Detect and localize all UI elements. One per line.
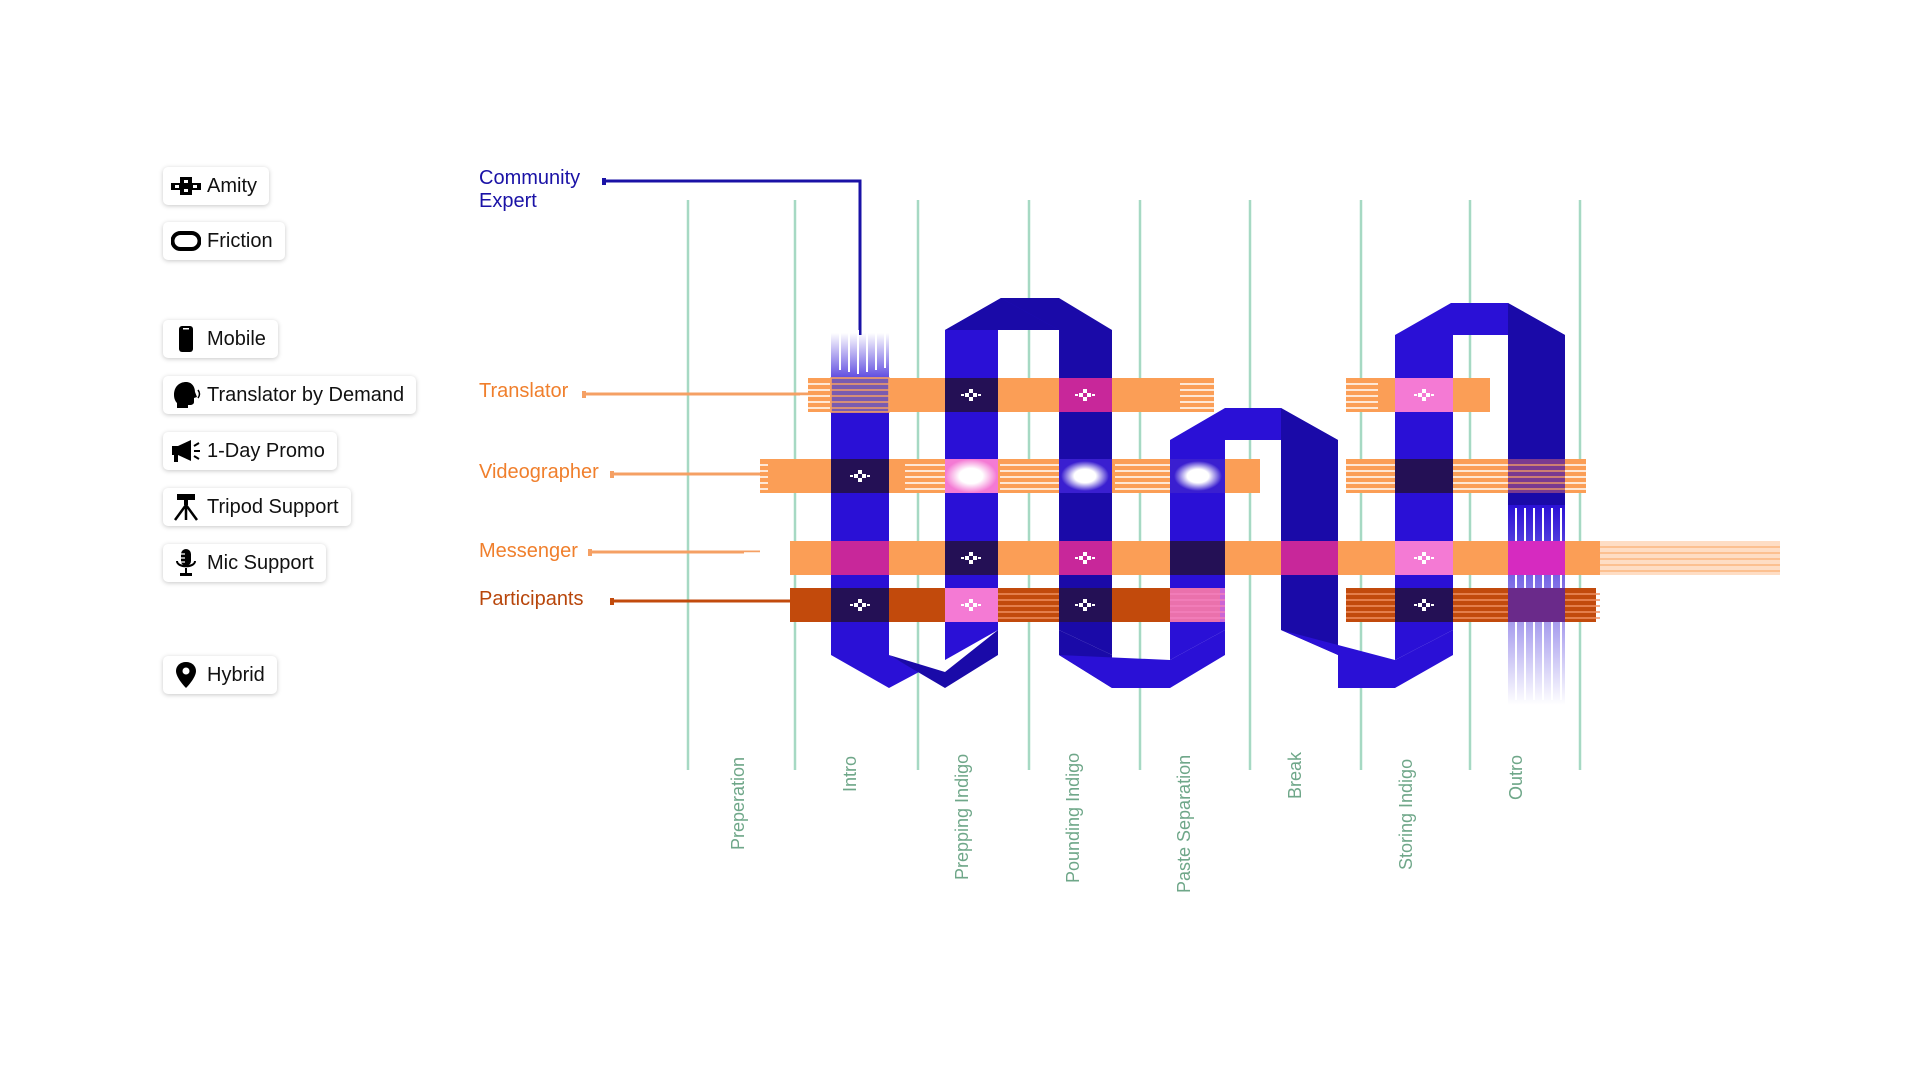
phase-label: Pounding Indigo [1063,752,1083,883]
legend-item-hybrid[interactable]: Hybrid [163,656,277,694]
community-expert-connector [604,179,862,335]
legend-label: Mic Support [207,551,314,574]
ribbon-crossing [1170,588,1225,622]
friction-icon [171,226,201,256]
friction-icon [945,459,997,493]
legend-label: Translator by Demand [207,383,405,406]
legend-label: Tripod Support [207,495,339,518]
participants-band [790,588,1600,622]
translator-band [800,377,1490,413]
ribbon-crossing [1508,459,1565,493]
touchpoint-cell [831,588,889,622]
role-label-community-expert: Community Expert [479,167,580,213]
legend-item-mobile[interactable]: Mobile [163,320,278,358]
translator-expert-overlap [830,377,890,413]
phase-label: Break [1285,751,1305,799]
amity-icon [1414,552,1434,564]
role-label-line: Expert [479,190,537,212]
mobile-phone-icon [171,324,201,354]
legend-item-mic-support[interactable]: Mic Support [163,544,326,582]
amity-icon [850,599,870,611]
role-label-videographer: Videographer [479,461,599,483]
amity-icon [961,389,981,401]
location-pin-icon [171,660,201,690]
ribbon-crossing [1170,541,1225,575]
touchpoint-cell [1059,588,1112,622]
amity-icon [850,470,870,482]
amity-icon [1075,599,1095,611]
phase-label: Paste Separation [1174,754,1194,893]
ribbon-crossing [1395,459,1453,493]
role-label-line: Community [479,167,581,189]
phase-label: Storing Indigo [1396,758,1416,870]
role-label-translator: Translator [479,380,569,402]
role-label-messenger: Messenger [479,540,578,562]
amity-icon [1414,599,1434,611]
friction-icon [1061,461,1109,491]
legend-item-translator-by-demand[interactable]: Translator by Demand [163,376,417,414]
ribbon-segment [1281,630,1453,688]
touchpoint-cell [1059,378,1112,412]
legend-label: Amity [207,174,257,197]
microphone-icon [171,548,201,578]
ribbon-segment [945,330,998,660]
legend-item-amity[interactable]: Amity [163,167,269,205]
legend-label: Friction [207,229,273,252]
speaking-head-icon [171,380,201,410]
phase-label: Intro [840,755,860,792]
ribbon-crossing [831,541,889,575]
phase-label: Outro [1506,754,1526,800]
legend-label: Hybrid [207,663,265,686]
role-label-participants: Participants [479,588,584,610]
ribbon-segment [1508,303,1565,505]
ribbon-crossing [945,588,998,622]
friction-icon [1174,461,1222,491]
legend-item-friction[interactable]: Friction [163,222,285,260]
touchpoint-cell [831,459,889,493]
tripod-icon [171,492,201,522]
amity-markers [850,389,1434,611]
phase-label: Preperation [728,756,748,850]
ribbon-crossing [1281,541,1338,575]
ribbon-segment [1395,335,1453,660]
touchpoint-cell [945,378,998,412]
touchpoint-cell [945,541,998,575]
ribbon-segment [889,630,998,688]
legend-label: 1-Day Promo [207,439,325,462]
amity-icon [961,599,981,611]
ribbon-crossing [1508,588,1565,622]
ribbon-crossing [1508,541,1565,575]
touchpoint-cell [1395,588,1453,622]
ribbon-segment [1059,630,1225,688]
legend-item-1-day-promo[interactable]: 1-Day Promo [163,432,337,470]
amity-icon [171,171,201,201]
touchpoint-cell [1395,378,1453,412]
megaphone-icon [171,436,201,466]
messenger-band [744,541,1780,575]
amity-icon [1414,389,1434,401]
community-expert-ribbon [831,298,1565,705]
role-connectors [582,178,862,605]
legend-label: Mobile [207,327,266,350]
ribbon-segment [945,298,1059,330]
friction-markers [945,459,1222,493]
amity-icon [1075,552,1095,564]
amity-icon [961,552,981,564]
phase-label: Prepping Indigo [952,753,972,880]
ribbon-segment [1281,408,1338,655]
touchpoint-cell [1395,541,1453,575]
touchpoint-cell [1059,541,1112,575]
amity-icon [1075,389,1095,401]
legend-item-tripod-support[interactable]: Tripod Support [163,488,351,526]
